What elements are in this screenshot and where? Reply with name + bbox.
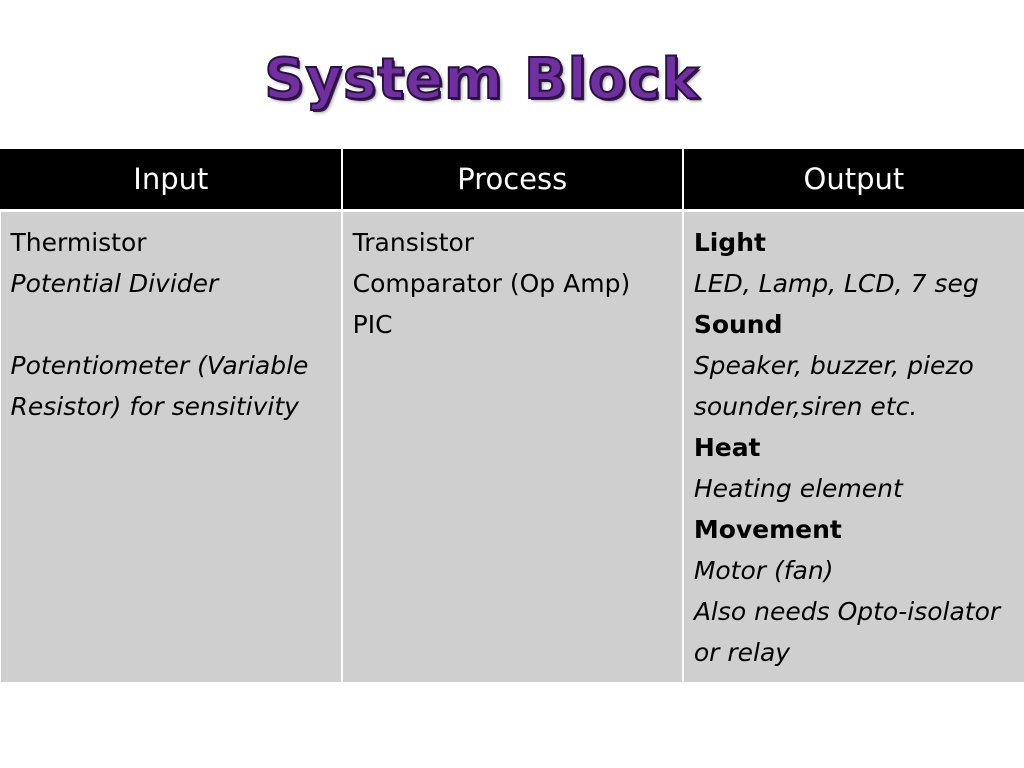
- process-transistor: Transistor: [352, 228, 475, 257]
- output-light-items: LED, Lamp, LCD, 7 seg: [693, 269, 979, 298]
- header-process: Process: [340, 149, 683, 212]
- process-cell: Transistor Comparator (Op Amp) PIC: [340, 210, 683, 682]
- output-sound-heading: Sound: [693, 310, 783, 339]
- output-heat-items: Heating element: [693, 474, 903, 503]
- input-potential-divider: Potential Divider: [10, 269, 219, 298]
- input-cell: Thermistor Potential Divider Potentiomet…: [0, 210, 342, 682]
- table-row: Thermistor Potential Divider Potentiomet…: [0, 210, 1024, 682]
- table-header-row: Input Process Output: [0, 149, 1024, 212]
- process-pic: PIC: [352, 310, 393, 339]
- header-output: Output: [681, 149, 1024, 212]
- slide-title: System Block: [263, 46, 700, 113]
- input-thermistor: Thermistor: [10, 228, 147, 257]
- input-potentiometer: Potentiometer (Variable Resistor) for se…: [10, 351, 309, 421]
- output-cell: Light LED, Lamp, LCD, 7 seg Sound Speake…: [681, 210, 1024, 682]
- system-block-table: Input Process Output Thermistor Potentia…: [0, 149, 1024, 682]
- process-comparator: Comparator (Op Amp): [352, 269, 631, 298]
- output-sound-items: Speaker, buzzer, piezo sounder,siren etc…: [693, 351, 974, 421]
- output-movement-items: Motor (fan): [693, 556, 834, 585]
- blank-line: [11, 304, 333, 345]
- output-movement-heading: Movement: [693, 515, 842, 544]
- output-heat-heading: Heat: [693, 433, 761, 462]
- output-movement-note: Also needs Opto-isolator or relay: [693, 597, 1001, 667]
- header-input: Input: [0, 149, 342, 212]
- output-light-heading: Light: [693, 228, 766, 257]
